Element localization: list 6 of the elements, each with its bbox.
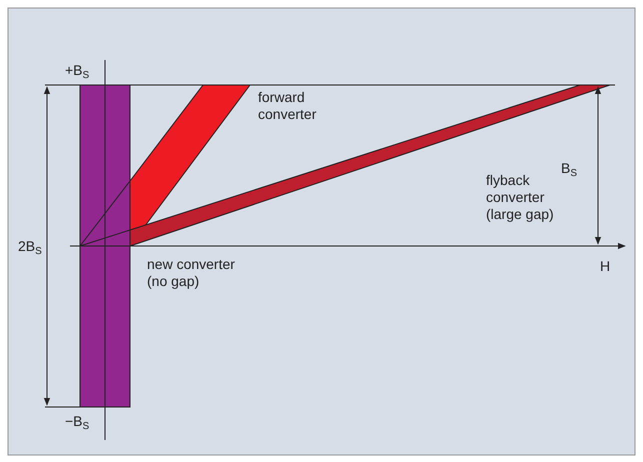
axis-label: +B$_{S}$ <box>63 62 92 79</box>
axis-label: −B$_{S}$ <box>63 413 92 430</box>
dimension-label: 2B$_{S}$ <box>16 238 44 255</box>
annotation: forward converter <box>257 89 318 123</box>
dimension-label: B$_{S}$ <box>560 160 578 177</box>
annotation: flyback converter (large gap) <box>485 172 555 223</box>
